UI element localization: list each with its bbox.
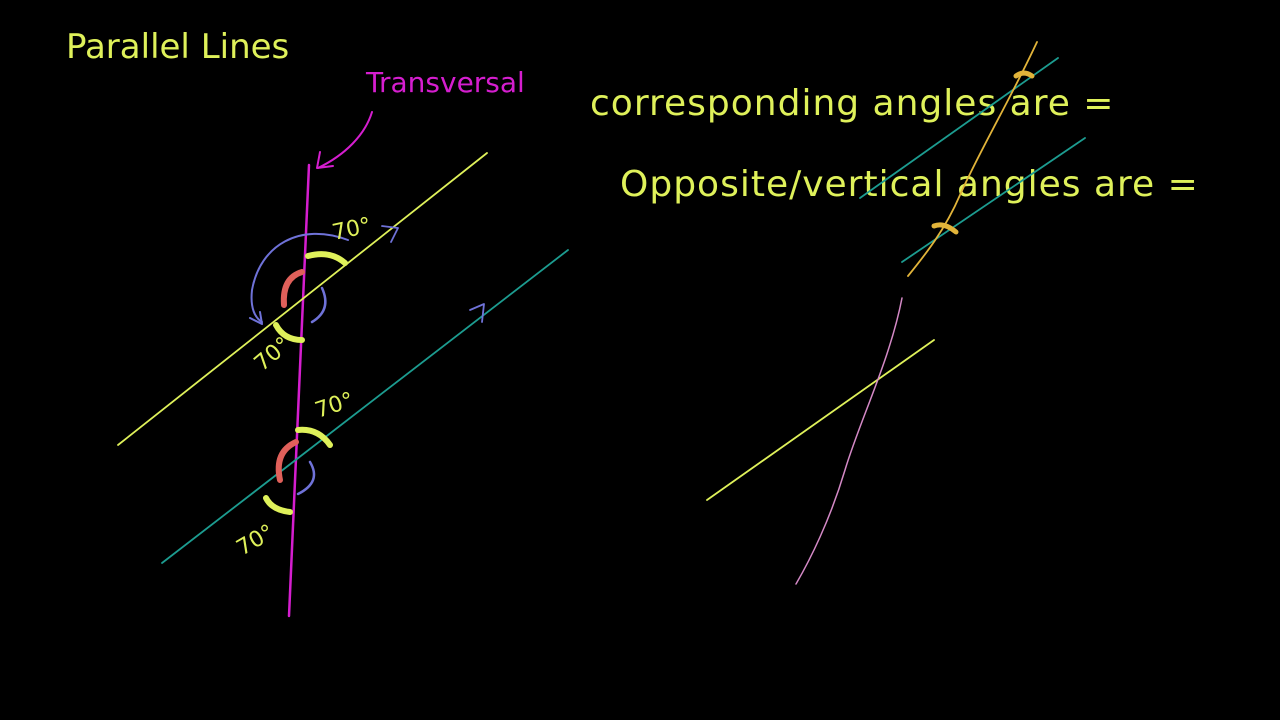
lower-parallel-line <box>161 249 569 564</box>
upper-line-arrow-icon <box>381 225 399 243</box>
sketch-top-angle-mark-1 <box>1013 70 1035 79</box>
rule-corresponding-angles: corresponding angles are = <box>590 83 1114 124</box>
upper-right-angle-mark <box>310 286 327 324</box>
lower-left-angle-mark <box>275 439 299 483</box>
page-title: Parallel Lines <box>66 27 289 67</box>
sketch-bottom-line <box>706 339 935 501</box>
sketch-top-angle-mark-2 <box>931 222 959 235</box>
angle-label-upper-top: 70° <box>330 213 373 246</box>
transversal-label: Transversal <box>365 66 525 99</box>
lower-right-angle-mark <box>296 460 316 496</box>
transversal-pointer-arrow-icon <box>316 151 334 169</box>
swing-arc-arrow-icon <box>249 311 263 325</box>
transversal-line <box>287 163 311 618</box>
sketch-bottom-transversal <box>795 297 903 585</box>
vertical-angle-swing-arc <box>250 232 349 323</box>
lower-top-right-angle-mark <box>295 426 333 448</box>
rule-vertical-angles: Opposite/vertical angles are = <box>620 164 1199 205</box>
sketch-top-parallel-line-2 <box>901 137 1086 263</box>
angle-label-lower-bottom: 70° <box>233 520 279 561</box>
sketch-top-parallel-line-1 <box>859 57 1059 199</box>
transversal-pointer <box>317 111 373 169</box>
upper-bottom-left-angle-mark <box>273 322 305 343</box>
lower-bottom-left-angle-mark <box>263 495 293 515</box>
upper-top-right-angle-mark <box>305 251 348 266</box>
sketch-top-transversal <box>907 41 1038 277</box>
upper-left-angle-mark <box>280 269 305 308</box>
upper-parallel-line <box>117 152 488 446</box>
lower-line-arrow-icon <box>469 303 485 323</box>
